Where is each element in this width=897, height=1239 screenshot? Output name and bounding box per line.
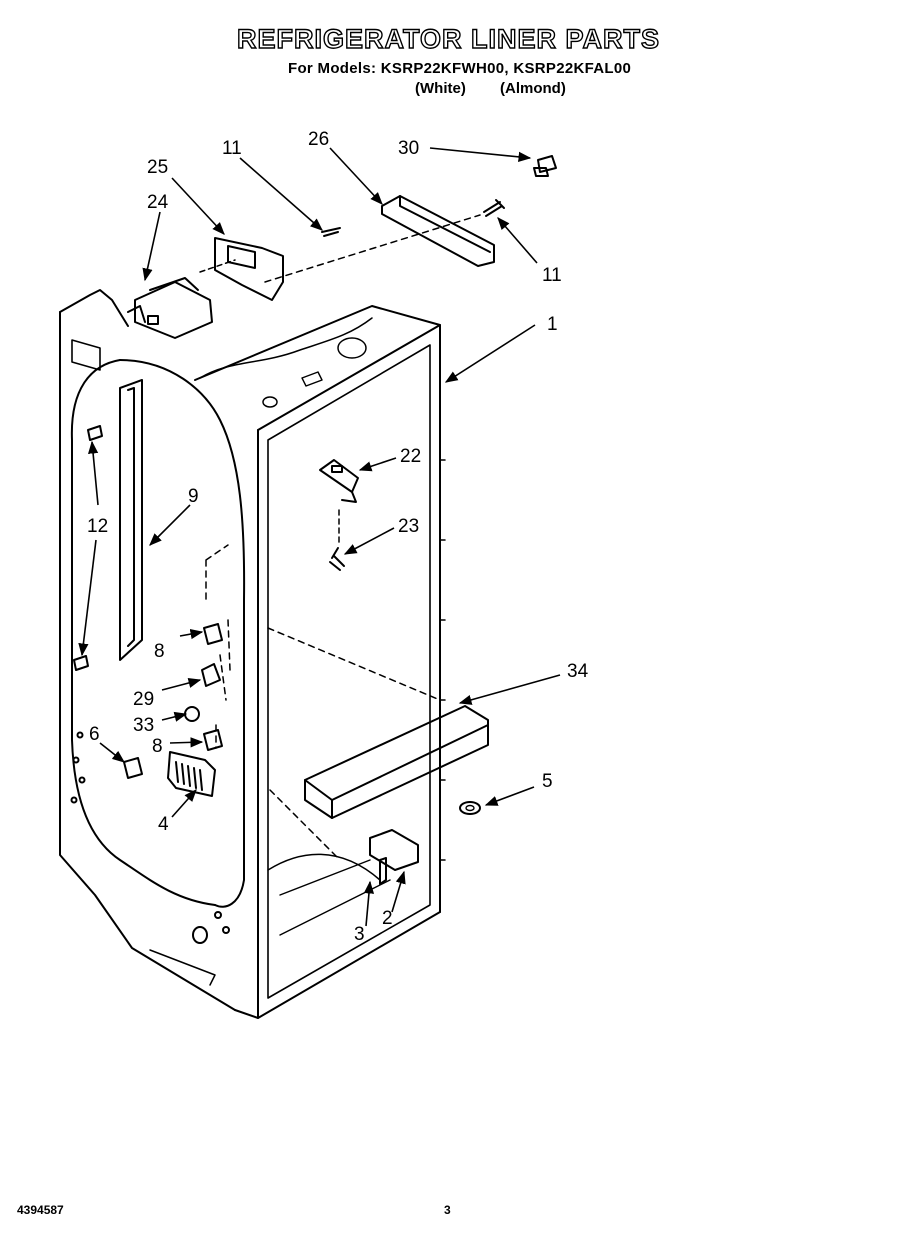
page-number: 3 [444,1203,451,1217]
thermostat-part [123,757,143,779]
socket-8-upper-part [203,623,223,645]
page-title: REFRIGERATOR LINER PARTS [236,23,660,54]
light-shield-part [167,751,216,797]
cover-strip-part [381,195,495,267]
bracket-part [199,237,284,301]
vertical-channel-part [119,379,143,661]
screw-11-right-part [483,199,505,217]
mount-bracket-part [319,459,359,503]
screw-12-lower-part [73,655,89,671]
callout-12: 12 [87,516,108,537]
callout-6: 6 [89,724,100,745]
callout-4: 4 [158,814,169,835]
callout-9: 9 [188,486,199,507]
callout-2: 2 [382,908,393,929]
light-bulb-part [184,706,200,722]
liner-cabinet-part [59,289,446,1019]
variant-almond: (Almond) [500,80,566,97]
callout-22: 22 [400,446,421,467]
callout-8-lower: 8 [152,736,163,757]
drain-parts [369,829,419,885]
callout-5: 5 [542,771,553,792]
screw-12-upper-part [87,425,103,441]
callout-25: 25 [147,157,168,178]
grommet-part [459,801,481,815]
callout-33: 33 [133,715,154,736]
callout-24: 24 [147,192,169,213]
callout-29: 29 [133,689,154,710]
callout-23: 23 [398,516,419,537]
callout-3: 3 [354,924,365,945]
socket-8-lower-part [203,729,223,751]
control-housing-part [127,277,213,339]
shelf-rail-part [304,705,489,819]
callout-26: 26 [308,129,329,150]
screw-11-upper-part [321,227,341,237]
callout-30: 30 [398,138,419,159]
document-number: 4394587 [17,1203,64,1217]
callout-34: 34 [567,661,589,682]
clip-part [533,155,557,177]
callout-11-right: 11 [542,265,562,286]
light-socket-part [201,663,221,687]
screw-23-part [329,547,345,571]
models-subtitle: For Models: KSRP22KFWH00, KSRP22KFAL00 [288,60,632,77]
callout-8-upper: 8 [154,641,165,662]
callout-11-upper: 11 [222,138,242,159]
callout-1: 1 [547,314,558,335]
variant-white: (White) [415,80,466,97]
